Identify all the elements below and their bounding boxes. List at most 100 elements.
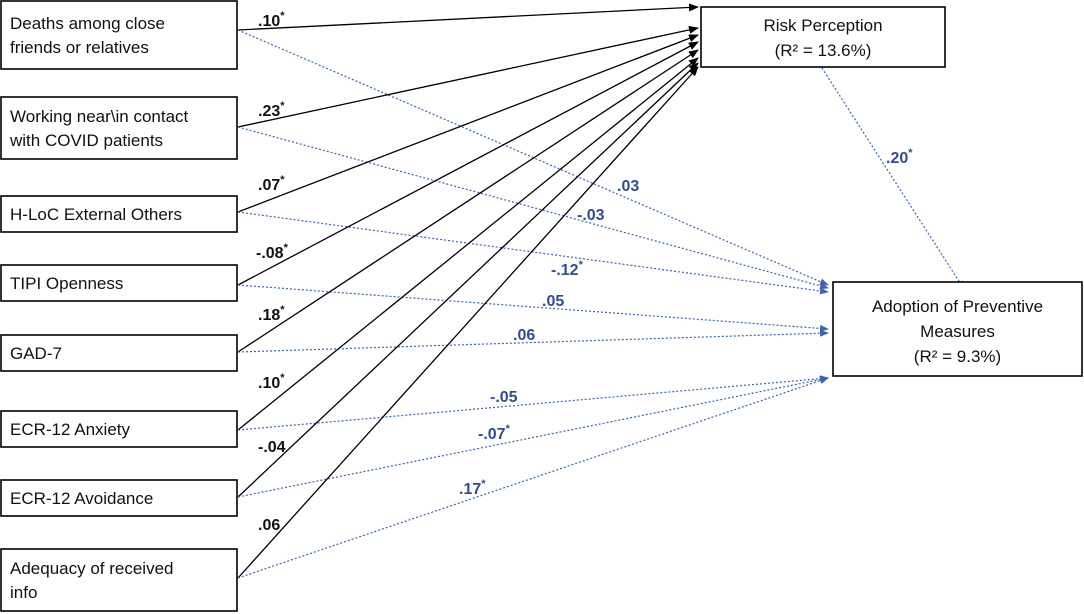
path-to-adoption-2 <box>237 126 829 290</box>
adoption-box-frame <box>832 281 1083 377</box>
coef-to-adoption-1: .03 <box>617 178 639 195</box>
coef-to-risk-4-significance: * <box>284 242 289 254</box>
coef-to-risk-8-value: .06 <box>258 517 280 534</box>
path-to-adoption-6 <box>237 375 829 431</box>
coef-to-risk-2: .23* <box>258 100 285 120</box>
coef-to-adoption-4: .05 <box>542 293 564 310</box>
path-to-risk-1 <box>237 3 699 31</box>
predictor-label-8-line-1: Adequacy of received <box>10 559 174 578</box>
coef-to-risk-7-value: -.04 <box>258 439 286 456</box>
predictor-box-7: ECR-12 Avoidance <box>0 479 238 517</box>
coef-to-risk-3-significance: * <box>280 174 285 186</box>
predictor-label-1-line-2: friends or relatives <box>10 38 149 57</box>
coef-to-risk-2-value: .23 <box>258 103 280 120</box>
path-to-risk-2 <box>237 25 699 128</box>
coef-to-adoption-5-value: .06 <box>513 327 535 344</box>
coef-to-adoption-7-value: -.07 <box>478 426 506 443</box>
predictor-box-6-frame <box>0 410 238 448</box>
risk-perception-box-line-1: Risk Perception <box>763 16 882 35</box>
coef-to-risk-6-value: .10 <box>258 375 280 392</box>
coef-to-adoption-7: -.07* <box>478 423 511 443</box>
path-risk-to-adoption <box>821 67 965 290</box>
path-to-adoption-1 <box>237 29 829 286</box>
path-to-risk-7 <box>237 62 699 498</box>
predictor-box-5-frame <box>0 334 238 372</box>
predictor-label-7-line-1: ECR-12 Avoidance <box>10 489 153 508</box>
predictor-box-2-frame <box>0 96 238 160</box>
predictor-label-2-line-1: Working near\in contact <box>10 107 189 126</box>
predictor-label-1-line-1: Deaths among close <box>10 14 165 33</box>
coef-to-risk-7: -.04 <box>258 439 286 456</box>
predictor-box-6: ECR-12 Anxiety <box>0 410 238 448</box>
risk-perception-box-line-2: (R² = 13.6%) <box>775 41 872 60</box>
predictor-box-8: Adequacy of received info <box>0 548 238 612</box>
predictor-box-1: Deaths among close friends or relatives <box>0 0 238 70</box>
coef-to-risk-5: .18* <box>258 304 285 324</box>
coef-to-adoption-8-significance: * <box>481 478 486 490</box>
predictor-box-5: GAD-7 <box>0 334 238 372</box>
coef-to-adoption-8-value: .17 <box>459 481 481 498</box>
coef-to-adoption-2-value: -.03 <box>577 207 605 224</box>
path-to-adoption-7 <box>237 376 829 498</box>
path-to-risk-4 <box>237 41 699 286</box>
coef-to-adoption-6: -.05 <box>490 389 518 406</box>
predictor-box-1-frame <box>0 0 238 70</box>
adoption-box-line-2: Measures <box>920 322 995 341</box>
risk-perception-box-frame <box>700 6 946 68</box>
coef-to-adoption-3: -.12* <box>551 259 584 279</box>
predictor-label-4-line-1: TIPI Openness <box>10 274 123 293</box>
predictor-box-4-frame <box>0 264 238 302</box>
predictor-label-5-line-1: GAD-7 <box>10 344 62 363</box>
predictor-box-3-frame <box>0 195 238 233</box>
path-to-adoption-8 <box>237 377 829 579</box>
adoption-box-line-1: Adoption of Preventive <box>872 297 1043 316</box>
coef-to-risk-6-significance: * <box>280 372 285 384</box>
path-to-risk-6 <box>237 57 699 431</box>
path-to-adoption-4 <box>237 284 829 332</box>
coef-to-risk-6: .10* <box>258 372 285 392</box>
predictor-label-6-line-1: ECR-12 Anxiety <box>10 420 130 439</box>
coef-to-risk-8: .06 <box>258 517 280 534</box>
path-to-risk-5 <box>237 49 699 353</box>
coef-to-adoption-4-value: .05 <box>542 293 564 310</box>
coef-to-risk-4: -.08* <box>256 242 289 262</box>
coef-to-risk-2-significance: * <box>280 100 285 112</box>
coef-to-risk-5-value: .18 <box>258 307 280 324</box>
path-to-risk-8 <box>237 66 699 579</box>
coef-to-adoption-3-value: -.12 <box>551 262 579 279</box>
predictor-box-4: TIPI Openness <box>0 264 238 302</box>
predictor-box-8-frame <box>0 548 238 612</box>
paths-layer <box>237 3 965 579</box>
predictor-box-3: H-LoC External Others <box>0 195 238 233</box>
coef-to-risk-5-significance: * <box>280 304 285 316</box>
coef-to-risk-4-value: -.08 <box>256 245 284 262</box>
path-to-risk-3 <box>237 34 699 213</box>
coef-to-adoption-7-significance: * <box>506 423 511 435</box>
coef-risk-to-adoption-significance: * <box>908 147 913 159</box>
labels-layer: .10*.03.23*-.03.07*-.12*-.08*.05.18*.06.… <box>256 10 913 534</box>
coef-to-adoption-8: .17* <box>459 478 486 498</box>
coef-to-adoption-3-significance: * <box>579 259 584 271</box>
predictor-label-3-line-1: H-LoC External Others <box>10 205 182 224</box>
coef-to-adoption-2: -.03 <box>577 207 605 224</box>
coef-risk-to-adoption-value: .20 <box>886 150 908 167</box>
predictor-label-2-line-2: with COVID patients <box>9 131 163 150</box>
path-to-adoption-3 <box>237 211 829 295</box>
coef-to-adoption-5: .06 <box>513 327 535 344</box>
risk-perception-box: Risk Perception (R² = 13.6%) <box>700 6 946 68</box>
coef-to-adoption-1-value: .03 <box>617 178 639 195</box>
predictor-box-7-frame <box>0 479 238 517</box>
coef-to-risk-1-value: .10 <box>258 13 280 30</box>
coef-to-adoption-6-value: -.05 <box>490 389 518 406</box>
coef-risk-to-adoption: .20* <box>886 147 913 167</box>
coef-to-risk-3: .07* <box>258 174 285 194</box>
predictor-box-2: Working near\in contact with COVID patien… <box>0 96 238 160</box>
predictor-label-8-line-2: info <box>10 583 37 602</box>
coef-to-risk-3-value: .07 <box>258 177 280 194</box>
coef-to-risk-1: .10* <box>258 10 285 30</box>
adoption-box-line-3: (R² = 9.3%) <box>914 347 1001 366</box>
coef-to-risk-1-significance: * <box>280 10 285 22</box>
